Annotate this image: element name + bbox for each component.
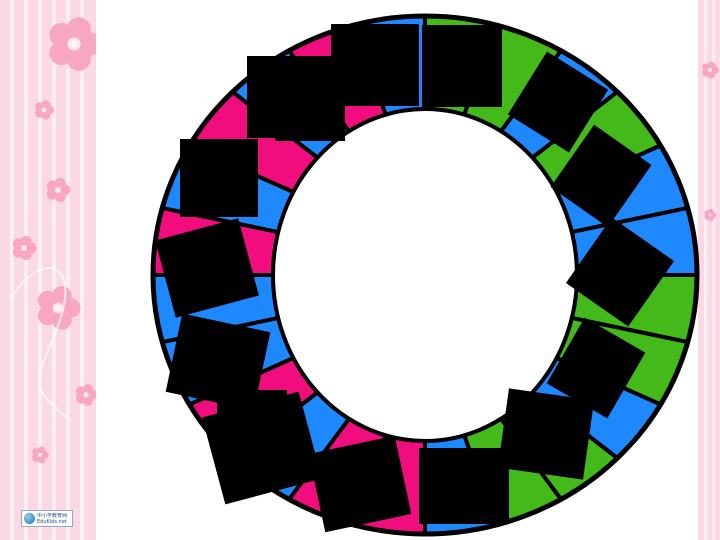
flower-icon [35,100,54,120]
flower-icon [12,235,37,261]
site-logo-line2: EduKids.net [37,518,67,525]
redaction-box [507,51,609,153]
redaction-box [275,69,345,141]
swirl-ornament [9,267,71,421]
redaction-box [180,139,258,217]
ring-outer-edge [150,13,700,537]
site-logo-text: 中小学教育网 EduKids.net [37,513,67,525]
site-logo: 中小学教育网 EduKids.net [21,510,73,527]
redacted-labels [155,24,675,533]
flower-icon [37,286,81,330]
redaction-box [308,435,412,533]
flower-icon [704,208,717,222]
flower-icon [75,384,96,406]
redaction-box [550,124,652,228]
globe-icon [24,513,35,524]
flower-icon [49,17,96,71]
right-decorative-border [698,0,720,540]
redaction-box [165,313,271,411]
redaction-box [217,390,287,460]
redaction-box [440,30,500,90]
redaction-box [155,218,259,318]
flower-icon [32,446,49,464]
redaction-box [546,317,646,419]
redaction-box [565,217,675,327]
flower-icon [702,61,719,79]
left-decorative-border [0,0,96,540]
redaction-box [419,448,509,524]
flower-icon [46,177,71,203]
redaction-box [331,24,419,106]
redaction-box [497,388,595,480]
site-logo-line1: 中小学教育网 [37,512,68,519]
ring-inner-hole [271,107,579,443]
